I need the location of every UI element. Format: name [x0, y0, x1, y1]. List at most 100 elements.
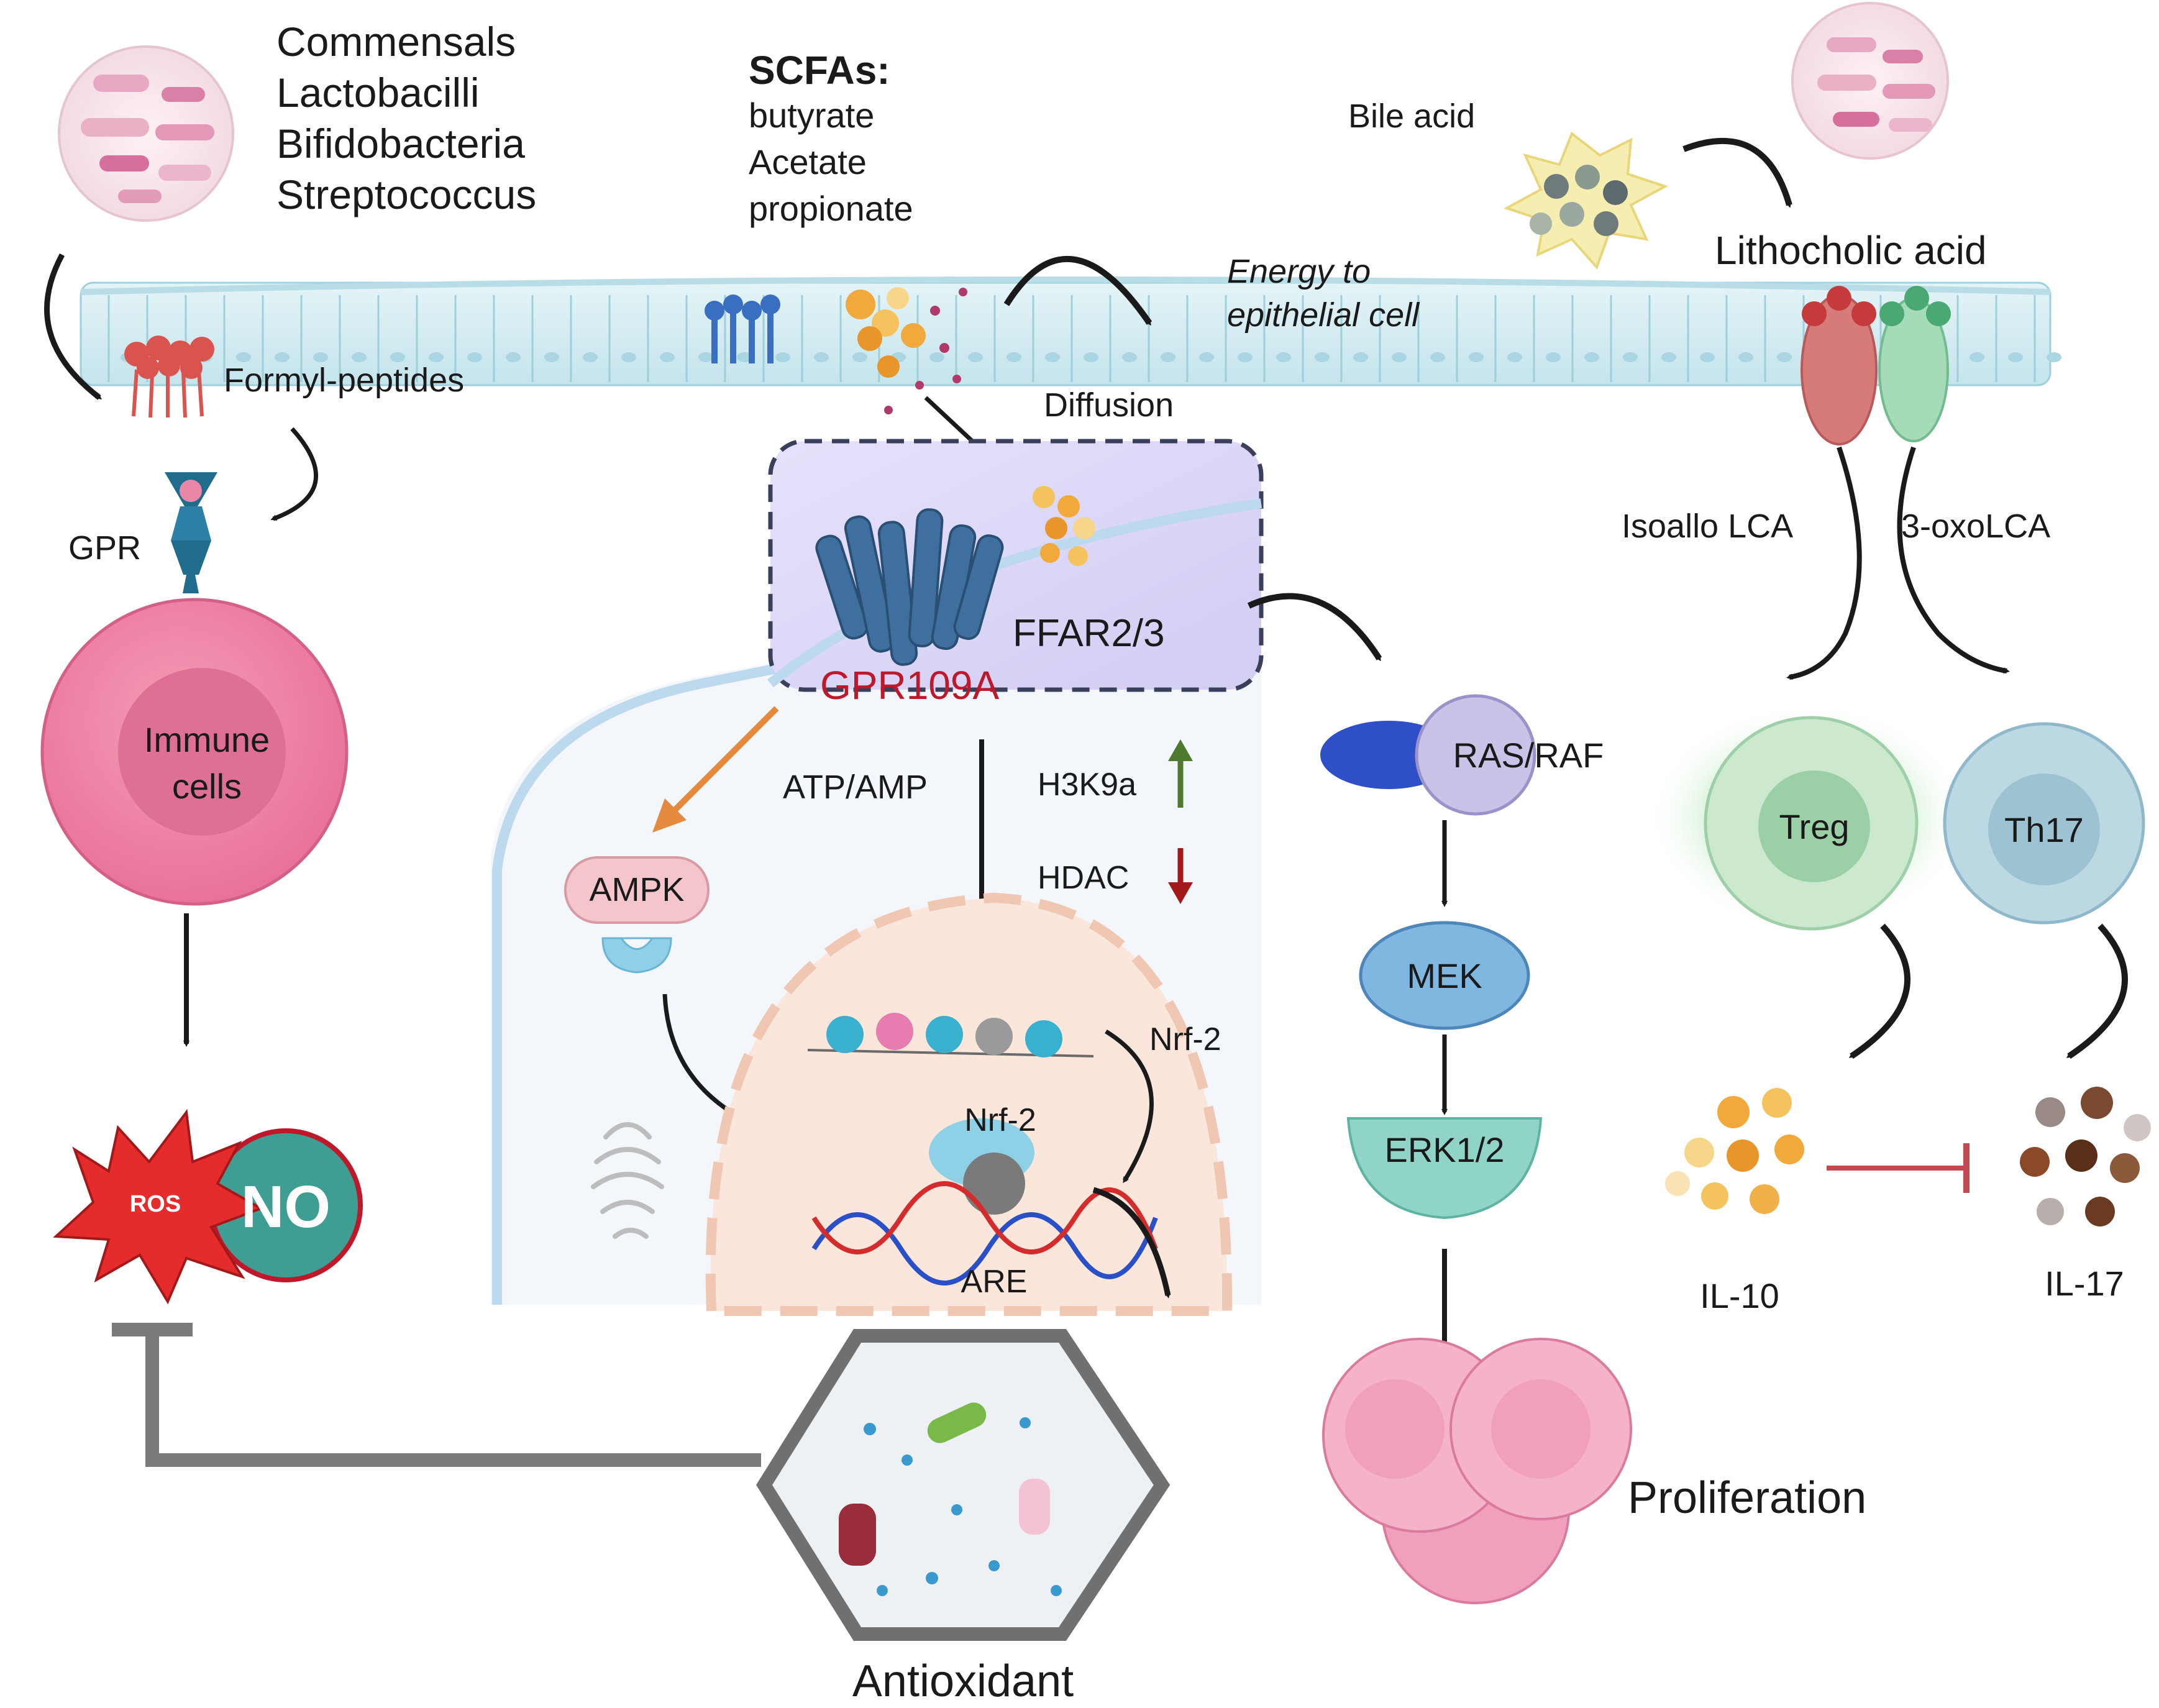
- il10-particles: [1665, 1088, 1804, 1214]
- epithelial-cell-nucleus: [1584, 352, 1599, 362]
- nucleus: [705, 892, 1233, 1316]
- epithelial-cell-nucleus: [737, 352, 752, 362]
- microbe-circle-left: [58, 45, 234, 222]
- il10-label: IL-10: [1700, 1276, 1779, 1315]
- membrane-receptors-blue: [705, 295, 780, 363]
- epithelial-cell-nucleus: [583, 352, 598, 362]
- ffar-label: FFAR2/3: [1013, 612, 1165, 655]
- epithelial-cell-nucleus: [467, 352, 482, 362]
- lca-receptor-red: [1801, 286, 1878, 445]
- epithelial-cell-nucleus: [1006, 352, 1021, 362]
- microbe-commensals: Commensals: [276, 19, 516, 65]
- scfa-title: SCFAs:: [749, 48, 890, 93]
- il10-inhibits-il17: [1827, 1143, 1970, 1193]
- epithelial-cell-nucleus: [968, 352, 983, 362]
- epithelial-cell-nucleus: [2008, 352, 2023, 362]
- formyl-peptides-label: Formyl-peptides: [224, 362, 464, 399]
- th17-cell: [1943, 722, 2145, 925]
- epithelial-cell-nucleus: [1970, 352, 1984, 362]
- il17-particles: [2020, 1087, 2151, 1226]
- chromatin: [807, 1013, 1094, 1057]
- ros-label: ROS: [130, 1191, 181, 1217]
- th17-label: Th17: [2004, 810, 2084, 849]
- arrow-oxo-to-th17: [1897, 446, 2010, 674]
- proliferation-label: Proliferation: [1628, 1473, 1866, 1523]
- epithelial-cell-nucleus: [1045, 352, 1060, 362]
- scfa-acetate: Acetate: [749, 142, 867, 181]
- gpr-receptor-icon: [165, 472, 217, 593]
- immune-cells-label-1: Immune: [144, 720, 270, 759]
- oxo-lca-label: 3-oxoLCA: [1901, 508, 2050, 545]
- scfa-butyrate: butyrate: [749, 96, 874, 135]
- antioxidant-label: Antioxidant: [852, 1656, 1074, 1705]
- treg-label: Treg: [1779, 807, 1849, 846]
- ras-raf-node: [1320, 694, 1536, 816]
- arrow-are-to-antioxidant: [1092, 1187, 1171, 1299]
- ampk-receptor-cup: [601, 937, 672, 974]
- epithelial-cell-nucleus: [852, 352, 867, 362]
- arrow-treg-to-il10: [1848, 923, 1910, 1059]
- epithelial-cell-nucleus: [1392, 352, 1407, 362]
- proliferating-cells: [1322, 1338, 1632, 1604]
- epithelial-cell-nucleus: [1661, 352, 1676, 362]
- lithocholic-acid-label: Lithocholic acid: [1715, 228, 1987, 273]
- arrow-th17-to-il17: [2066, 923, 2128, 1059]
- immune-cells-label-2: cells: [172, 767, 242, 806]
- arrow-to-ampk: [669, 706, 779, 816]
- ros-no-icon: [53, 1108, 363, 1305]
- antioxidant-inhibition-line: [112, 1323, 761, 1467]
- lca-receptor-green: [1878, 286, 1951, 442]
- epithelial-cell-nucleus: [390, 352, 405, 362]
- nrf2-inner-label: Nrf-2: [964, 1102, 1036, 1138]
- epithelial-cell-nucleus: [2047, 352, 2061, 362]
- epithelial-cell-nucleus: [352, 352, 367, 362]
- gpr109a-receptor-icon: [815, 508, 1004, 666]
- epithelial-cell-nucleus: [544, 352, 559, 362]
- epithelial-cell-nucleus: [313, 352, 328, 362]
- scfa-particles-surface: [846, 287, 967, 414]
- diffusion-label: Diffusion: [1044, 386, 1174, 424]
- scfa-list: butyrate Acetate propionate: [749, 96, 913, 228]
- erk-node: [1346, 1117, 1543, 1220]
- mek-node: [1359, 921, 1530, 1030]
- bile-acid-label: Bile acid: [1348, 98, 1475, 135]
- epithelial-cell-nucleus: [1777, 352, 1792, 362]
- epithelial-cell-nucleus: [1161, 352, 1175, 362]
- arrow-isoallo-to-treg: [1786, 446, 1862, 680]
- epithelial-cell-nucleus: [1738, 352, 1753, 362]
- erk-label: ERK1/2: [1385, 1130, 1505, 1169]
- epithelial-cell-nucleus: [1315, 352, 1330, 362]
- h3k9a-label: H3K9a: [1038, 767, 1136, 803]
- epithelial-cell-nucleus: [1469, 352, 1484, 362]
- arrow-microbes-to-formyl: [44, 253, 102, 400]
- epithelial-cell-nucleus: [506, 352, 521, 362]
- microbe-lactobacilli: Lactobacilli: [276, 70, 480, 116]
- epithelial-cell-nucleus: [1084, 352, 1098, 362]
- epithelial-layer: [80, 276, 2061, 386]
- microbe-bifidobacteria: Bifidobacteria: [276, 121, 525, 167]
- arrow-formyl-to-gpr: [270, 427, 318, 521]
- antioxidant-hexagon: [756, 1329, 1171, 1641]
- atp-amp-label: ATP/AMP: [783, 769, 928, 806]
- epithelial-cell-nucleus: [1623, 352, 1638, 362]
- microbe-streptococcus: Streptococcus: [276, 171, 536, 217]
- ampk-label: AMPK: [589, 871, 684, 908]
- epithelial-cell-nucleus: [775, 352, 790, 362]
- immune-cell: [40, 598, 349, 906]
- arrow-ffar-to-ras: [1247, 593, 1382, 662]
- nrf2-outer-label: Nrf-2: [1149, 1021, 1221, 1057]
- epithelial-cell-nucleus: [236, 352, 251, 362]
- energy-label-2: epithelial cell: [1227, 296, 1420, 334]
- microbe-list: Commensals Lactobacilli Bifidobacteria S…: [276, 19, 536, 217]
- epithelial-cell-nucleus: [929, 352, 944, 362]
- gpr109a-label: GPR109A: [820, 663, 999, 708]
- epithelial-cell-nucleus: [1353, 352, 1368, 362]
- epithelial-cell-nucleus: [1122, 352, 1137, 362]
- ampk-node: [564, 856, 710, 924]
- bile-acid-particle: [1504, 131, 1668, 270]
- h3k9a-up-arrowhead: [1168, 739, 1193, 761]
- epithelial-cell-nucleus: [1430, 352, 1445, 362]
- hdac-down-arrowhead: [1168, 882, 1193, 904]
- epithelial-cell-nucleus: [1700, 352, 1715, 362]
